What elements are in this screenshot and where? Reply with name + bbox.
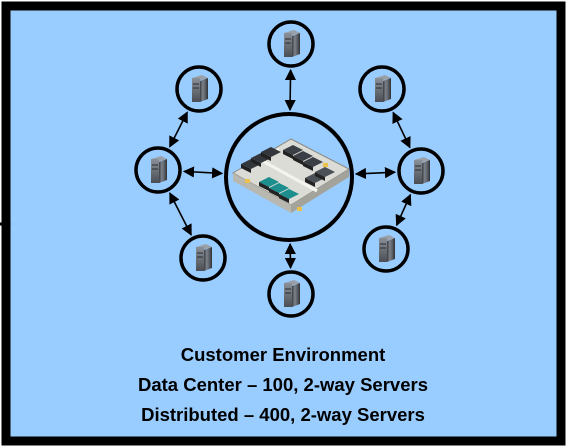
connector-server-left-server-lower-left — [169, 192, 192, 236]
server-lower-left-node — [179, 234, 227, 282]
server-top-node — [267, 20, 315, 68]
caption: Customer Environment Data Center – 100, … — [138, 344, 428, 425]
server-tower-icon — [196, 244, 212, 271]
server-tower-icon — [284, 280, 300, 307]
server-bottom-node — [267, 270, 315, 318]
connector-group — [169, 68, 412, 270]
server-tower-icon — [192, 75, 208, 102]
connector-server-right-server-upper-right — [392, 111, 411, 149]
server-upper-right-node — [358, 65, 406, 113]
server-lower-right-node — [362, 225, 410, 273]
server-tower-icon — [375, 75, 391, 102]
server-tower-icon — [414, 157, 430, 184]
incoming-arrow — [0, 218, 11, 230]
server-tower-icon — [151, 156, 167, 183]
server-right-node — [397, 147, 445, 195]
caption-line-1: Customer Environment — [181, 344, 386, 365]
connector-server-left-server-upper-left — [169, 111, 188, 148]
server-tower-icon — [284, 30, 300, 57]
server-upper-left-node — [175, 65, 223, 113]
caption-line-3: Distributed – 400, 2-way Servers — [141, 404, 425, 425]
connector-data-center-server-right — [354, 167, 397, 180]
data-center-node — [224, 112, 354, 242]
connector-data-center-server-left — [182, 166, 224, 179]
server-tower-icon — [379, 235, 395, 262]
connector-data-center-server-top — [284, 68, 297, 112]
node-group — [134, 20, 445, 318]
connector-server-right-server-lower-right — [395, 193, 412, 227]
server-left-node — [134, 146, 182, 194]
data-center-floor-plan-icon — [231, 138, 351, 213]
caption-line-2: Data Center – 100, 2-way Servers — [138, 374, 428, 395]
